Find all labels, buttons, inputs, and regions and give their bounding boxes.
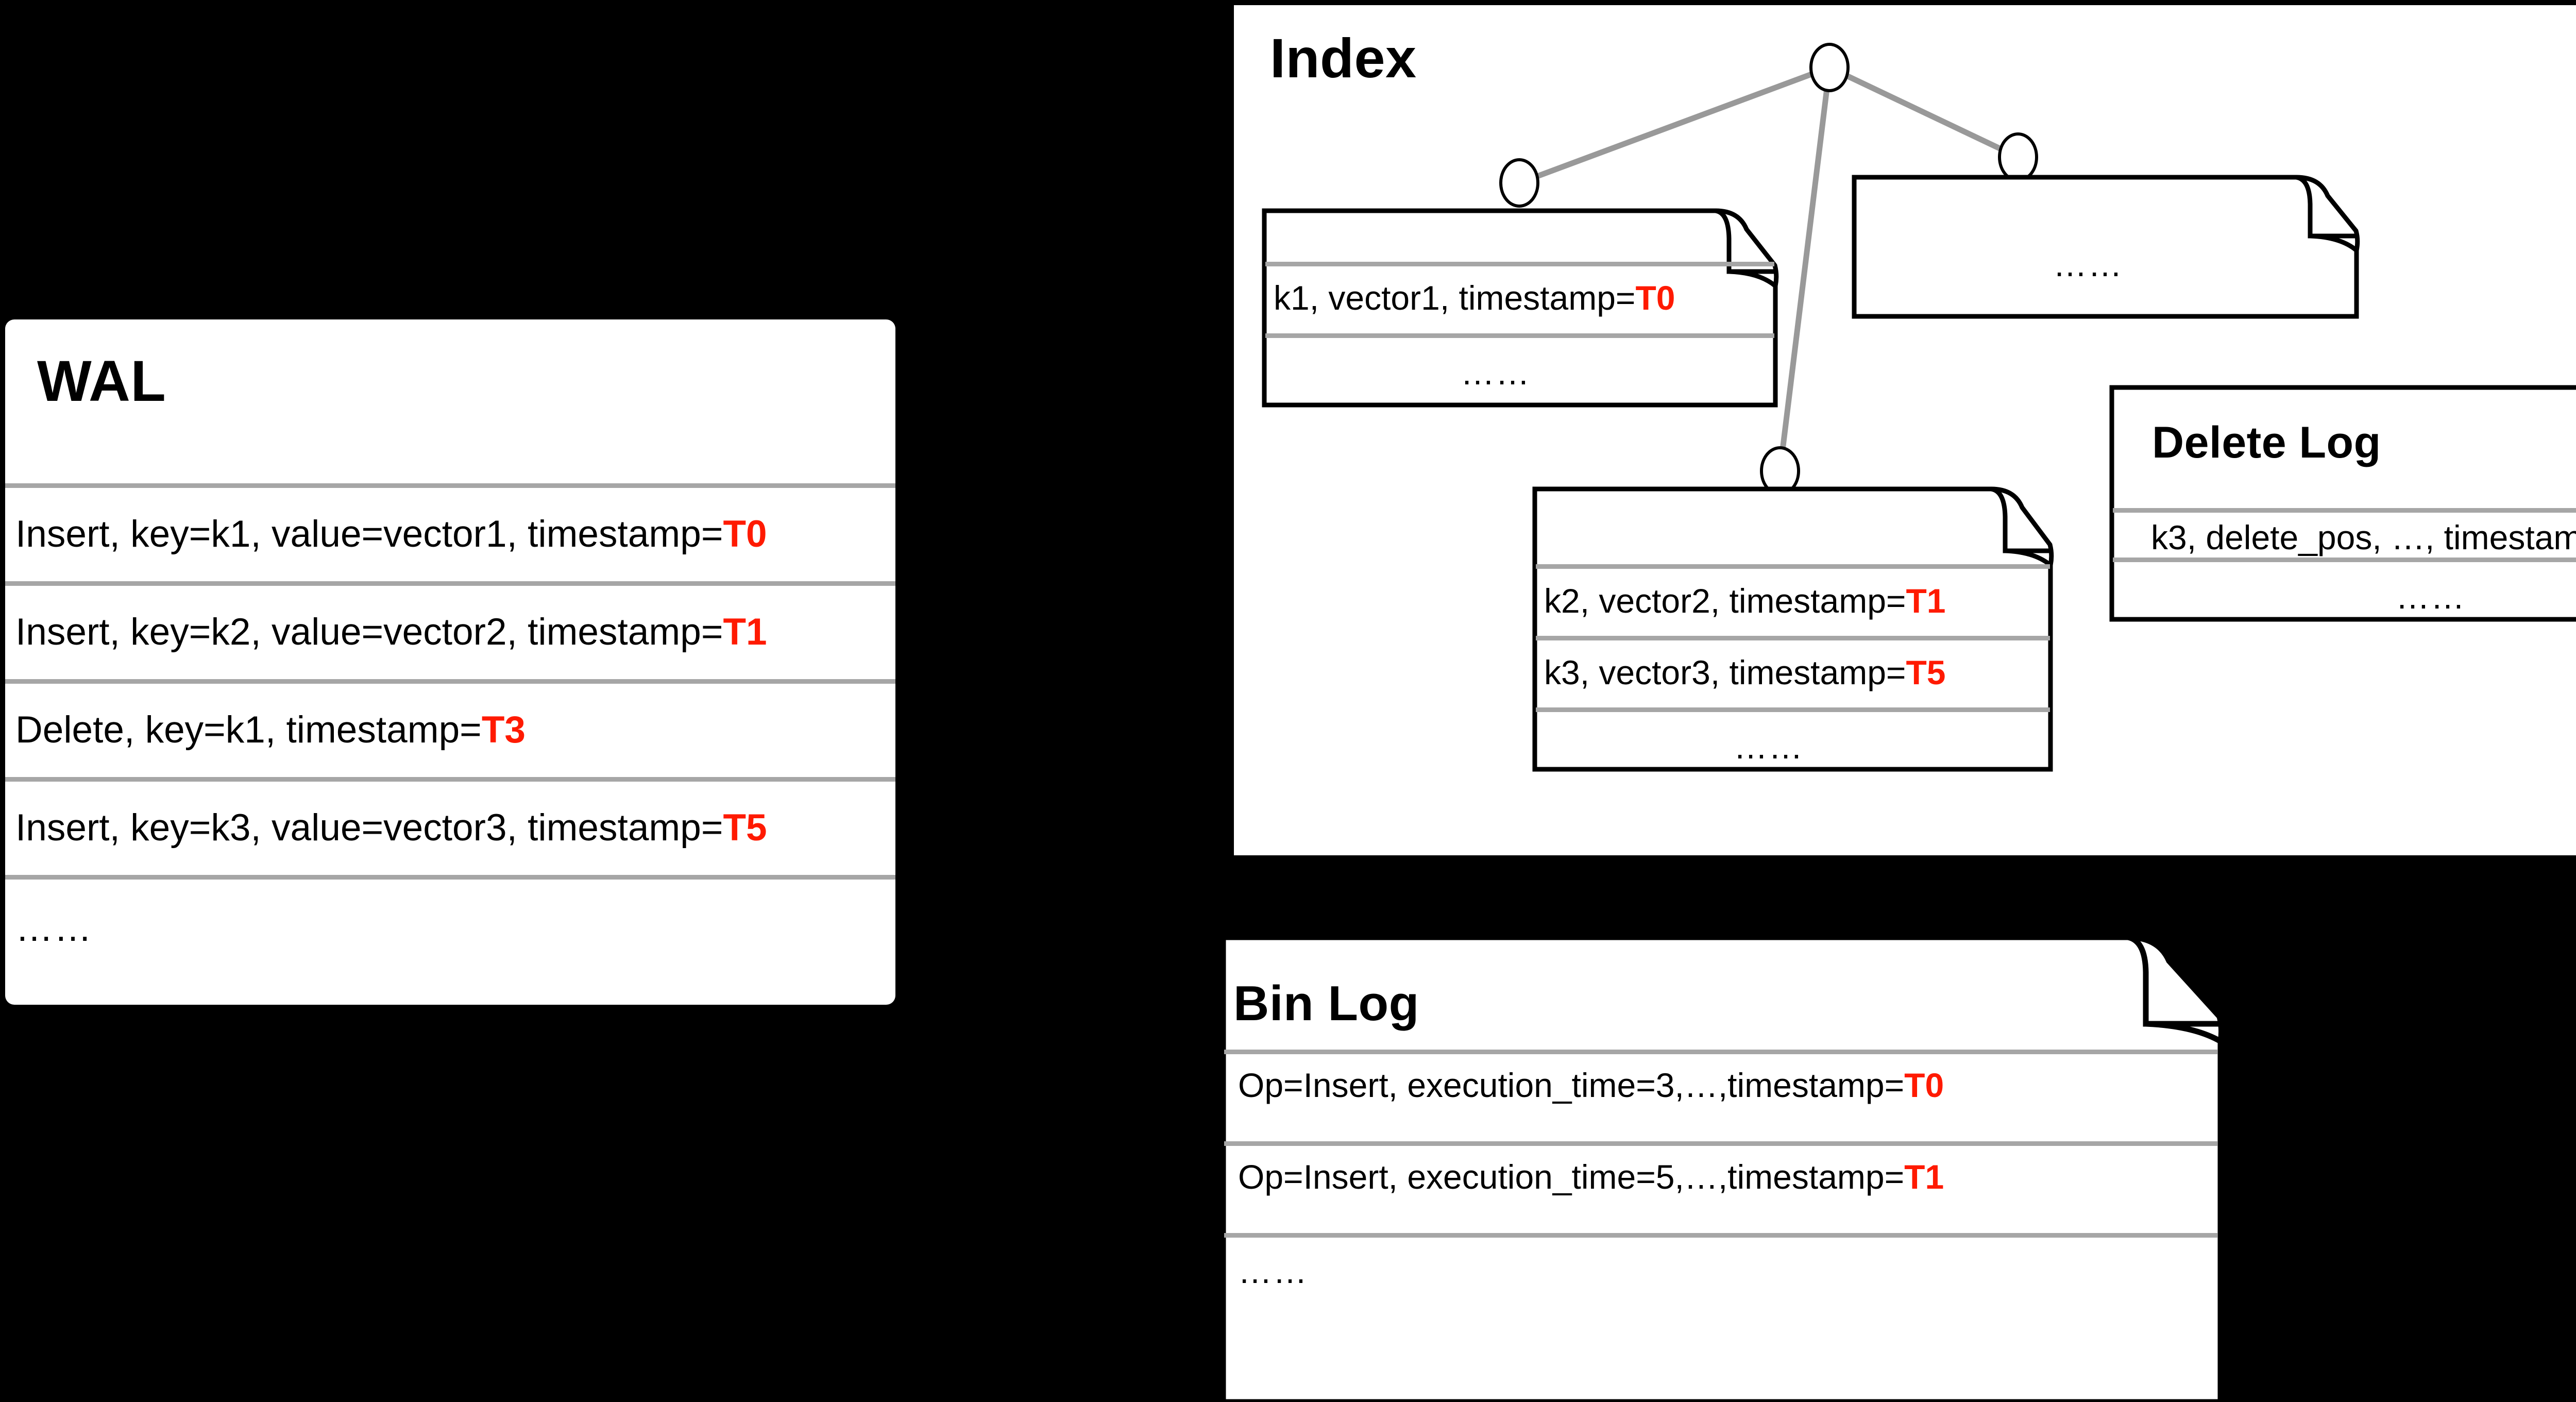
delete-log-row-ellipsis: …… [2396, 578, 2466, 616]
index-card-row: k1, vector1, timestamp=T0 [1274, 281, 1675, 315]
delete-log-row-text: k3, delete_pos, …, timestamp= [2151, 518, 2576, 556]
wal-row: Insert, key=k1, value=vector1, timestamp… [15, 515, 767, 553]
index-card-row-ellipsis: …… [2053, 245, 2123, 283]
delete-log-card: Delete Log k3, delete_pos, …, timestamp=… [2109, 385, 2576, 622]
wal-title: WAL [37, 349, 166, 413]
index-card-row: k3, vector3, timestamp=T5 [1544, 655, 1945, 689]
card-separator [1265, 262, 1774, 266]
wal-separator [5, 581, 895, 586]
index-card-row-text: k3, vector3, timestamp= [1544, 653, 1906, 691]
wal-row-timestamp: T3 [481, 709, 526, 751]
index-card-row-timestamp: T0 [1635, 279, 1675, 317]
wal-row: Delete, key=k1, timestamp=T3 [15, 711, 526, 749]
delete-log-title: Delete Log [2152, 418, 2381, 467]
card-separator [2113, 508, 2576, 513]
wal-row-timestamp: T5 [723, 807, 767, 849]
wal-row-text: Insert, key=k2, value=vector2, timestamp… [15, 611, 723, 653]
card-separator [2113, 558, 2576, 562]
wal-row-text: Insert, key=k3, value=vector3, timestamp… [15, 807, 723, 849]
wal-row-text: Insert, key=k1, value=vector1, timestamp… [15, 513, 723, 555]
wal-row-ellipsis: …… [15, 907, 93, 949]
bin-log-title: Bin Log [1233, 976, 1419, 1031]
bin-log-card: Bin Log Op=Insert, execution_time=3,…,ti… [1220, 934, 2225, 1402]
index-card-row-timestamp: T1 [1906, 582, 1946, 620]
bin-log-row-timestamp: T0 [1904, 1066, 1944, 1104]
bin-log-separator [1224, 1050, 2217, 1054]
card-separator [1536, 636, 2050, 640]
wal-row: Insert, key=k2, value=vector2, timestamp… [15, 613, 767, 651]
bin-log-row: Op=Insert, execution_time=3,…,timestamp=… [1238, 1068, 1944, 1102]
wal-row: Insert, key=k3, value=vector3, timestamp… [15, 809, 767, 847]
bin-log-row-ellipsis: …… [1238, 1252, 1308, 1290]
wal-row-timestamp: T1 [723, 611, 767, 653]
wal-panel: WAL Insert, key=k1, value=vector1, times… [5, 319, 895, 1005]
index-leaf-card-k2-k3: k2, vector2, timestamp=T1 k3, vector3, t… [1532, 486, 2054, 772]
wal-separator [5, 483, 895, 488]
wal-separator [5, 777, 895, 782]
index-card-row-timestamp: T5 [1906, 653, 1946, 691]
wal-separator [5, 875, 895, 880]
wal-row-text: Delete, key=k1, timestamp= [15, 709, 482, 751]
delete-log-row: k3, delete_pos, …, timestamp=T3 [2151, 520, 2576, 554]
index-card-row-ellipsis: …… [1461, 353, 1531, 392]
index-card-row-ellipsis: …… [1734, 728, 1804, 766]
index-card-row: k2, vector2, timestamp=T1 [1544, 584, 1945, 618]
index-title: Index [1270, 27, 1417, 89]
bin-log-separator [1224, 1233, 2217, 1238]
card-separator [1536, 564, 2050, 569]
index-leaf-card-k1: k1, vector1, timestamp=T0 …… [1262, 208, 1779, 408]
bin-log-row-timestamp: T1 [1904, 1158, 1944, 1196]
bin-log-separator [1224, 1141, 2217, 1146]
bin-log-row-text: Op=Insert, execution_time=3,…,timestamp= [1238, 1066, 1905, 1104]
bin-log-row-text: Op=Insert, execution_time=5,…,timestamp= [1238, 1158, 1905, 1196]
bin-log-row: Op=Insert, execution_time=5,…,timestamp=… [1238, 1160, 1944, 1194]
wal-row-timestamp: T0 [723, 513, 767, 555]
card-separator [1265, 333, 1774, 338]
card-separator [1536, 707, 2050, 712]
index-card-row-text: k1, vector1, timestamp= [1274, 279, 1636, 317]
wal-separator [5, 679, 895, 684]
index-card-row-text: k2, vector2, timestamp= [1544, 582, 1906, 620]
index-leaf-card-ellipsis: …… [1852, 175, 2360, 319]
